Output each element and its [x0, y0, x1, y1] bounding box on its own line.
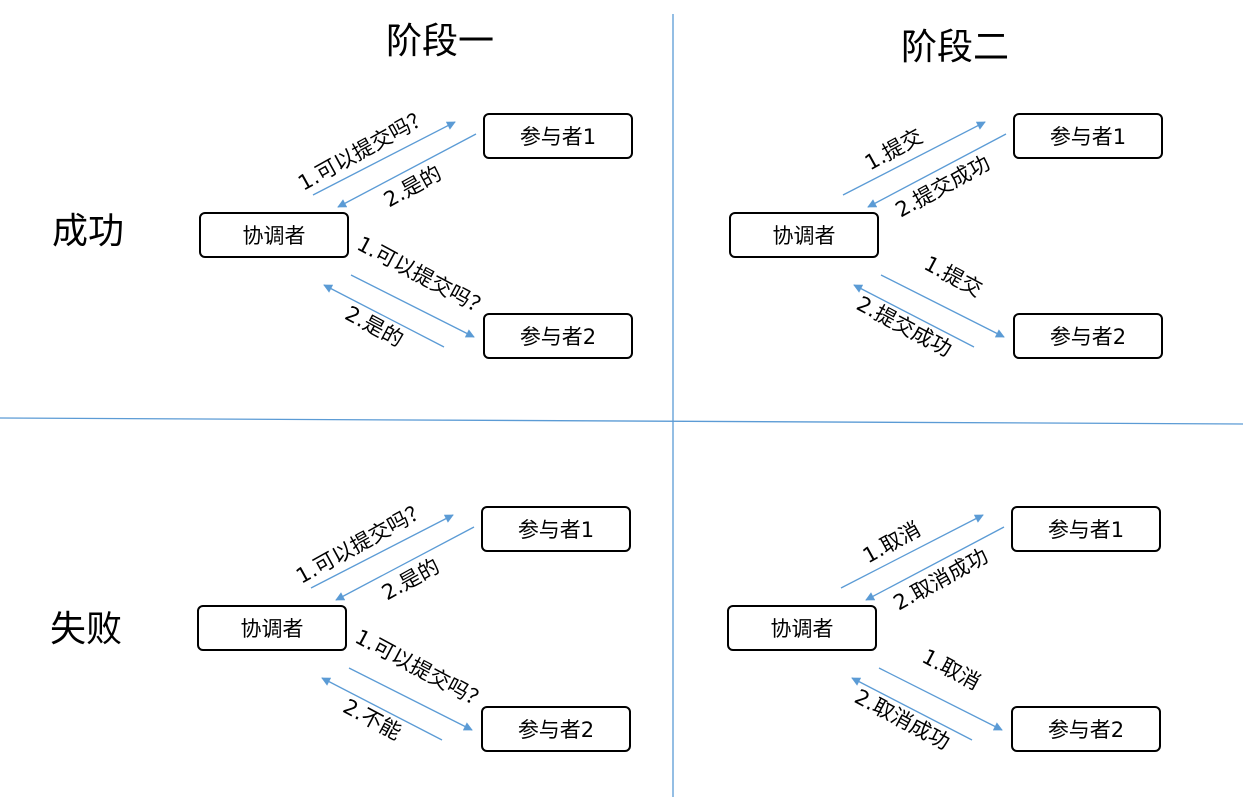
failure-phase1-request-to-p1-arrow [310, 514, 454, 589]
row-label-failure: 失败 [50, 609, 123, 650]
column-header-phase1: 阶段一 [386, 21, 495, 62]
success-phase1-reply-from-p1-arrow [337, 133, 477, 208]
success-phase1-participant1-box: 参与者1 [483, 113, 633, 159]
failure-phase2-reply-from-p1-arrow [865, 526, 1005, 601]
horizontal-divider [0, 417, 1243, 425]
failure-phase1-participant2-box: 参与者2 [481, 706, 631, 752]
success-phase1-reply-from-p2-arrow [323, 284, 445, 348]
success-phase2-request-to-p1-arrow [842, 121, 986, 196]
success-phase1-coordinator-box: 协调者 [199, 212, 349, 258]
arrows-layer [310, 121, 1007, 741]
success-phase2-participant1-box: 参与者1 [1013, 113, 1163, 159]
success-phase1-request-to-p1-arrow [312, 121, 456, 196]
success-phase2-reply-from-p1-arrow [867, 133, 1007, 208]
success-phase2-participant2-box: 参与者2 [1013, 313, 1163, 359]
success-phase2-coordinator-box: 协调者 [729, 212, 879, 258]
success-phase2-request-to-p2-arrow [880, 274, 1005, 338]
column-header-phase2: 阶段二 [901, 27, 1010, 68]
failure-phase2-request-to-p2-arrow [878, 667, 1003, 731]
success-phase2-reply-from-p2-arrow [853, 284, 975, 348]
failure-phase1-reply-from-p1-arrow [335, 526, 475, 601]
success-phase1-request-to-p2-arrow [350, 274, 475, 338]
failure-phase1-participant1-box: 参与者1 [481, 506, 631, 552]
success-phase1-participant2-box: 参与者2 [483, 313, 633, 359]
failure-phase1-coordinator-box: 协调者 [197, 605, 347, 651]
failure-phase1-request-to-p2-arrow [348, 667, 473, 731]
row-label-success: 成功 [52, 211, 125, 252]
failure-phase1-reply-from-p2-arrow [321, 677, 443, 741]
failure-phase2-request-to-p1-arrow [840, 514, 984, 589]
failure-phase2-participant2-box: 参与者2 [1011, 706, 1161, 752]
failure-phase2-participant1-box: 参与者1 [1011, 506, 1161, 552]
failure-phase2-coordinator-box: 协调者 [727, 605, 877, 651]
failure-phase2-reply-from-p2-arrow [851, 677, 973, 741]
